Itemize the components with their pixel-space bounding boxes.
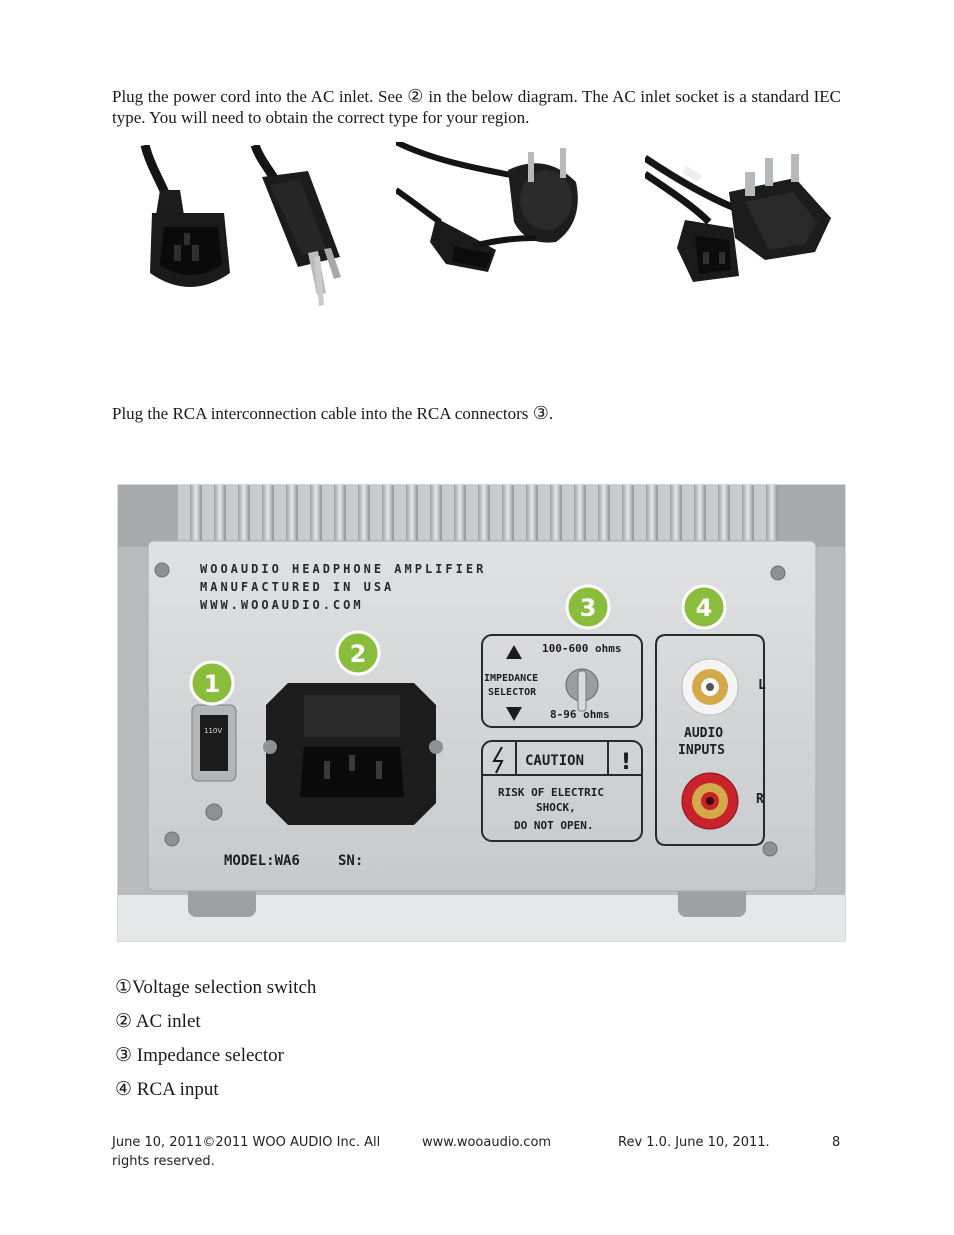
marker-2: ② [407,86,424,107]
legend-marker-3: ③ [115,1044,133,1066]
marker-3: ③ [532,403,549,424]
legend-label-3: Impedance selector [136,1045,284,1066]
legend-item-4: ④ RCA input [115,1077,615,1102]
impedance-high-label: 100-600 ohms [542,642,621,655]
legend-label-4: RCA input [136,1079,219,1100]
intro-text-end: in the below diagram. The AC inlet socke… [112,87,842,127]
legend-item-1: ①Voltage selection switch [115,975,615,1000]
badge-4: 4 [696,594,713,622]
voltage-switch-label: 110V [204,727,222,735]
footer-copyright-line2: rights reserved. [112,1154,215,1169]
us-power-cord-photo [140,145,350,310]
legend-label-2: AC inlet [135,1011,201,1032]
uk-power-cord-photo [645,148,835,288]
panel-brand-line3: WWW.WOOAUDIO.COM [200,598,364,612]
legend-marker-1: ① [115,976,133,998]
panel-brand-line1: WOOAUDIO HEADPHONE AMPLIFIER [200,562,486,576]
amplifier-rear-panel-photo: WOOAUDIO HEADPHONE AMPLIFIER MANUFACTURE… [117,484,846,942]
power-cord-instruction: Plug the power cord into the AC inlet. S… [112,86,841,128]
impedance-low-label: 8-96 ohms [550,708,610,721]
footer-revision: Rev 1.0. June 10, 2011. [618,1135,770,1150]
badge-3: 3 [580,594,597,622]
left-channel-label: L [758,678,766,693]
right-channel-label: R [756,792,764,807]
eu-power-cord-photo [396,142,586,272]
legend-marker-2: ② [115,1010,133,1032]
warning-line2: SHOCK, [536,801,576,814]
legend-item-3: ③ Impedance selector [115,1043,615,1068]
svg-text:!: ! [621,750,631,775]
intro-text-start: Plug the power cord into the AC inlet. S… [112,87,403,106]
audio-inputs-label-1: AUDIO [684,726,723,741]
model-label: MODEL:WA6 [224,853,300,869]
panel-brand-line2: MANUFACTURED IN USA [200,580,394,594]
footer-copyright: June 10, 2011©2011 WOO AUDIO Inc. All ri… [112,1133,402,1171]
rca-instruction: Plug the RCA interconnection cable into … [112,403,841,424]
warning-line3: DO NOT OPEN. [514,819,593,832]
audio-inputs-label-2: INPUTS [678,743,725,758]
rca-text-end: . [548,404,554,423]
impedance-label-1: IMPEDANCE [484,673,538,684]
footer-website: www.wooaudio.com [422,1135,552,1150]
rca-text: Plug the RCA interconnection cable into … [112,404,529,423]
footer-copyright-line1: June 10, 2011©2011 WOO AUDIO Inc. All [112,1135,381,1150]
warning-line1: RISK OF ELECTRIC [498,786,604,799]
legend-label-1: Voltage selection switch [132,977,317,998]
legend-marker-4: ④ [115,1078,133,1100]
legend-item-2: ② AC inlet [115,1009,615,1034]
badge-1: 1 [204,670,221,698]
footer-page-number: 8 [832,1135,841,1150]
impedance-label-2: SELECTOR [488,687,537,698]
serial-label: SN: [338,853,363,869]
badge-2: 2 [350,640,367,668]
caution-label: CAUTION [525,753,584,769]
